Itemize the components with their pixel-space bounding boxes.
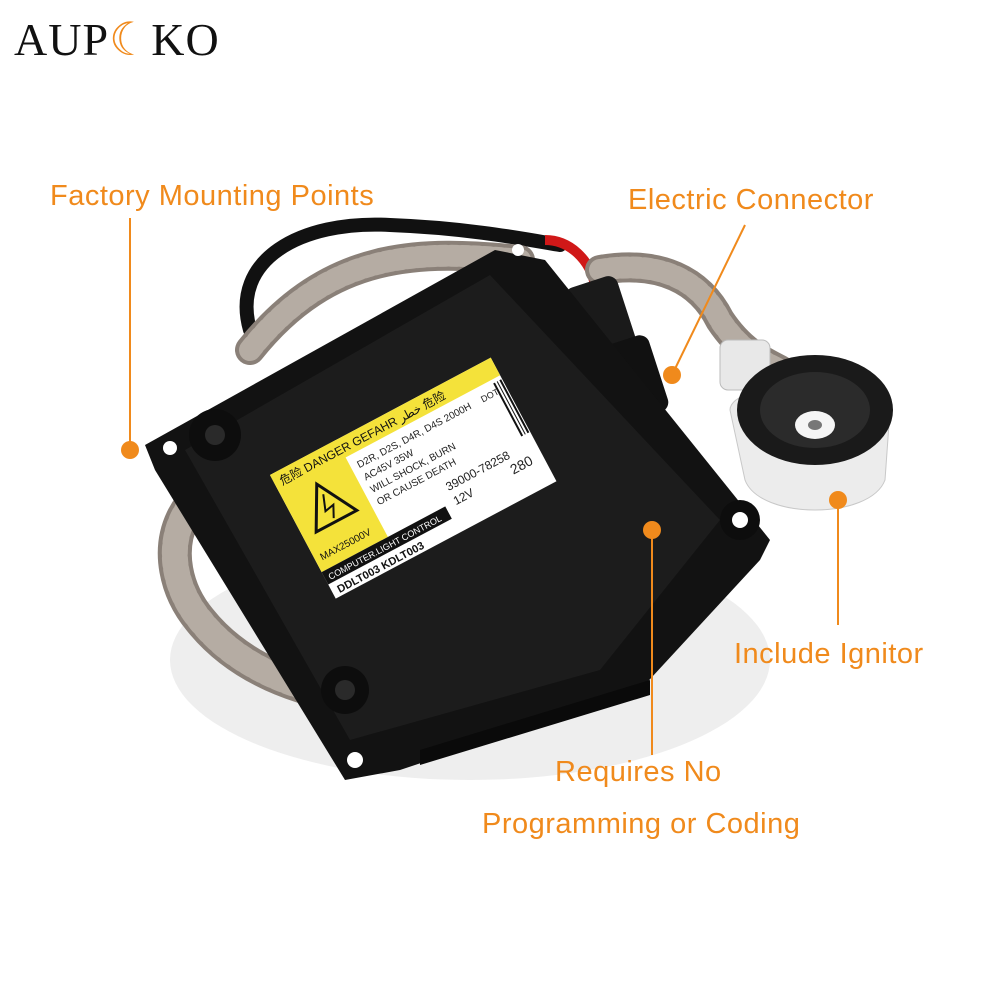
- callout-mounting-points: Factory Mounting Points: [50, 180, 375, 212]
- callout-requires-no: Requires No: [555, 756, 722, 788]
- callout-leaders: [129, 218, 839, 755]
- label-barcode: [493, 379, 530, 437]
- ignitor: [719, 339, 893, 511]
- callout-include-ignitor: Include Ignitor: [734, 638, 924, 670]
- callout-programming-or-coding: Programming or Coding: [482, 808, 801, 840]
- callout-electric-connector: Electric Connector: [628, 184, 874, 216]
- black-wire: [239, 217, 567, 337]
- brand-logo: AUP☾KO: [14, 14, 220, 65]
- callout-dots: [121, 366, 847, 539]
